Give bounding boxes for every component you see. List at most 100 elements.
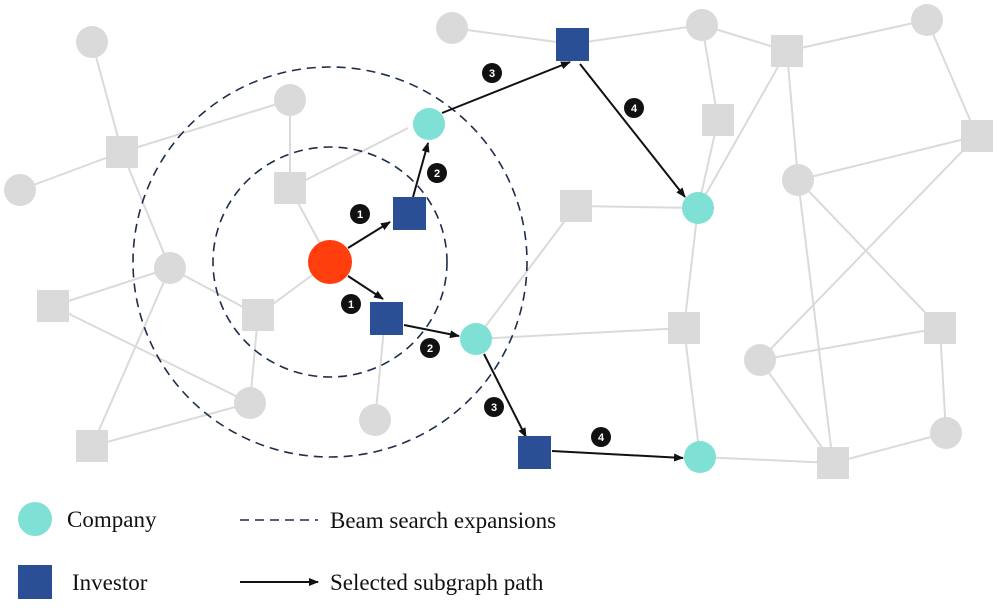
step-badge-label: 1 bbox=[348, 299, 354, 311]
background-investor-node bbox=[961, 120, 993, 152]
background-edge bbox=[786, 50, 799, 181]
background-company-node bbox=[154, 252, 186, 284]
background-edge bbox=[939, 327, 947, 434]
background-investor-node bbox=[702, 104, 734, 136]
background-investor-node bbox=[560, 190, 592, 222]
background-edge bbox=[121, 151, 171, 269]
step-badge: 4 bbox=[591, 427, 611, 447]
background-edge bbox=[52, 267, 171, 307]
background-edge bbox=[289, 127, 409, 189]
selected-path-arrows bbox=[347, 61, 686, 462]
background-edge bbox=[683, 327, 701, 458]
investor-node-step-1-lower bbox=[370, 302, 403, 335]
background-investor-node bbox=[37, 290, 69, 322]
company-node-step-4-upper bbox=[682, 192, 714, 224]
beam-search-outer-ring bbox=[132, 66, 528, 458]
step-badge: 2 bbox=[427, 163, 447, 183]
beam-search-inner-ring bbox=[212, 146, 448, 378]
background-edge bbox=[759, 327, 941, 361]
legend: Company Investor Beam search expansions … bbox=[18, 502, 556, 599]
background-investor-node bbox=[668, 312, 700, 344]
background-investor-node bbox=[924, 312, 956, 344]
background-company-node bbox=[436, 12, 468, 44]
step-badge-label: 3 bbox=[489, 68, 495, 80]
background-edge bbox=[451, 27, 573, 45]
background-edge bbox=[797, 135, 978, 181]
background-edge bbox=[926, 19, 978, 137]
background-nodes bbox=[4, 4, 993, 479]
step-badge: 2 bbox=[420, 338, 440, 358]
background-edge bbox=[91, 41, 123, 153]
step-badge-label: 2 bbox=[434, 168, 440, 180]
company-node-step-4-lower bbox=[684, 441, 716, 473]
step-badge: 1 bbox=[341, 294, 361, 314]
background-edge bbox=[19, 151, 123, 191]
background-company-node bbox=[782, 164, 814, 196]
background-edge bbox=[832, 432, 947, 464]
background-edge bbox=[786, 19, 928, 52]
background-company-node bbox=[686, 9, 718, 41]
legend-company-icon bbox=[18, 502, 52, 536]
path-arrow-step-4-upper bbox=[579, 63, 686, 198]
background-edge bbox=[683, 207, 699, 329]
background-edge bbox=[91, 267, 171, 447]
beam-search-rings bbox=[132, 66, 528, 458]
background-company-node bbox=[274, 84, 306, 116]
background-company-node bbox=[359, 404, 391, 436]
background-investor-node bbox=[817, 447, 849, 479]
background-edge bbox=[475, 327, 685, 340]
background-edge bbox=[697, 50, 788, 209]
background-edge bbox=[91, 402, 251, 447]
legend-investor-icon bbox=[18, 565, 52, 599]
background-investor-node bbox=[106, 136, 138, 168]
path-arrow-step-3-upper bbox=[441, 61, 571, 114]
company-node-step-2-lower bbox=[460, 323, 492, 355]
background-investor-node bbox=[771, 35, 803, 67]
selected-path-nodes bbox=[308, 28, 716, 473]
background-investor-node bbox=[274, 172, 306, 204]
step-badge-label: 4 bbox=[598, 432, 605, 444]
background-company-node bbox=[234, 387, 266, 419]
background-edges bbox=[19, 19, 978, 464]
company-node-step-2-upper bbox=[413, 108, 445, 140]
background-edge bbox=[575, 205, 699, 209]
background-edge bbox=[759, 359, 834, 464]
background-edge bbox=[759, 135, 978, 361]
step-badge: 3 bbox=[482, 63, 502, 83]
background-edge bbox=[797, 179, 834, 464]
background-investor-node bbox=[242, 299, 274, 331]
step-badge-label: 4 bbox=[631, 103, 638, 115]
background-edge bbox=[121, 99, 291, 153]
step-badge-label: 1 bbox=[357, 209, 363, 221]
step-badge: 4 bbox=[624, 98, 644, 118]
path-arrow-step-3-lower bbox=[483, 353, 527, 438]
legend-path-label: Selected subgraph path bbox=[330, 570, 544, 595]
seed-company-node bbox=[308, 240, 352, 284]
step-badge: 3 bbox=[484, 397, 504, 417]
step-badge-label: 2 bbox=[427, 343, 433, 355]
path-arrow-step-2-upper bbox=[412, 142, 430, 198]
path-arrow-step-2-lower bbox=[403, 324, 460, 339]
step-badge-label: 3 bbox=[491, 402, 497, 414]
step-badges: 1 1 2 2 3 3 4 4 bbox=[341, 63, 644, 447]
path-arrow-step-4-lower bbox=[551, 450, 684, 462]
path-arrow-step-1-upper bbox=[347, 221, 391, 249]
background-company-node bbox=[911, 4, 943, 36]
background-investor-node bbox=[76, 430, 108, 462]
investor-node-step-1-upper bbox=[393, 197, 426, 230]
legend-company-label: Company bbox=[67, 507, 157, 532]
background-company-node bbox=[744, 344, 776, 376]
background-edge bbox=[52, 305, 251, 404]
background-edge bbox=[571, 24, 703, 45]
legend-investor-label: Investor bbox=[72, 570, 148, 595]
background-edge bbox=[699, 456, 834, 464]
background-company-node bbox=[76, 26, 108, 58]
investor-node-step-3-upper bbox=[556, 28, 589, 61]
background-company-node bbox=[930, 417, 962, 449]
investor-node-step-3-lower bbox=[518, 436, 551, 469]
legend-beam-label: Beam search expansions bbox=[330, 508, 556, 533]
background-edge bbox=[475, 205, 577, 340]
path-arrow-step-1-lower bbox=[347, 275, 384, 300]
step-badge: 1 bbox=[350, 204, 370, 224]
